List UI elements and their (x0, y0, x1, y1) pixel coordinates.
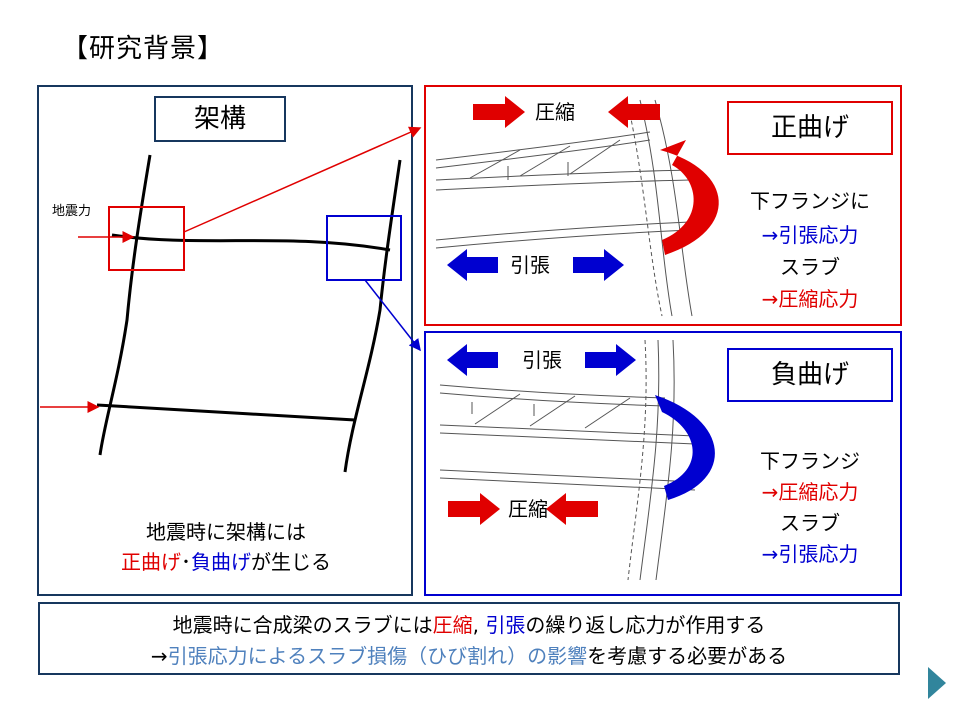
frame-caption-line1: 地震時に架構には (146, 520, 306, 544)
negative-bending-panel (424, 331, 902, 596)
blue-arrow-icon (585, 344, 636, 376)
positive-bending-label: 正曲げ (727, 101, 893, 155)
positive-line3: スラブ (780, 255, 840, 279)
summary-line2: →引張応力によるスラブ損傷（ひび割れ）の影響を考慮する必要がある (40, 640, 898, 669)
leader-line-negative (364, 279, 421, 352)
blue-arrow-icon (447, 344, 498, 376)
frame-sketch (96, 154, 402, 473)
negative-zoom-box (326, 215, 402, 281)
upper-beam (111, 233, 391, 252)
summary-box: 地震時に合成梁のスラブには圧縮, 引張の繰り返し応力が作用する →引張応力による… (38, 602, 900, 675)
compression-label: 圧縮 (508, 497, 548, 521)
positive-zoom-box (108, 206, 185, 271)
negative-line1: 下フランジ (760, 449, 860, 473)
leader-line-positive (183, 126, 422, 233)
curved-moment-arrow-icon (655, 395, 715, 500)
compression-label: 圧縮 (535, 100, 575, 124)
positive-line4: →圧縮応力 (761, 287, 859, 311)
tension-label: 引張 (510, 253, 550, 277)
positive-beam-detail (435, 99, 693, 317)
lower-beam (96, 403, 356, 422)
right-column (343, 159, 402, 473)
red-arrow-icon (448, 493, 500, 525)
caption-positive: 正曲げ (121, 550, 181, 574)
frame-caption-line2: 正曲げ･負曲げが生じる (40, 548, 412, 576)
frame-label: 架構 (154, 96, 286, 142)
positive-line1: 下フランジに (750, 189, 870, 213)
red-arrow-icon (546, 493, 598, 525)
negative-line4: →引張応力 (761, 542, 859, 566)
summary-arrow: → (150, 644, 168, 668)
page-title: 【研究背景】 (62, 34, 225, 64)
summary-line1: 地震時に合成梁のスラブには圧縮, 引張の繰り返し応力が作用する (40, 609, 898, 638)
red-arrow-icon (473, 96, 525, 128)
summary-line1-a: 地震時に合成梁のスラブには (172, 613, 433, 637)
caption-tail: が生じる (251, 550, 331, 574)
blue-arrow-icon (573, 249, 624, 281)
summary-tension: 引張 (485, 613, 526, 637)
red-arrow-icon (608, 96, 660, 128)
summary-line1-b: の繰り返し応力が作用する (525, 613, 766, 637)
left-column (98, 154, 152, 456)
negative-beam-detail (439, 339, 696, 581)
tension-label: 引張 (522, 348, 562, 372)
negative-line3: スラブ (780, 511, 840, 535)
negative-bending-label: 負曲げ (727, 348, 893, 402)
blue-arrow-icon (447, 249, 498, 281)
next-slide-icon (928, 667, 946, 699)
caption-negative: 負曲げ (191, 550, 251, 574)
positive-bending-panel (424, 85, 902, 326)
summary-highlight: 引張応力によるスラブ損傷（ひび割れ）の影響 (167, 644, 588, 668)
negative-line2: →圧縮応力 (761, 480, 859, 504)
positive-line2: →引張応力 (761, 223, 859, 247)
seismic-force-label: 地震力 (52, 204, 92, 219)
caption-dot: ･ (181, 550, 191, 574)
curved-moment-arrow-icon (660, 140, 719, 255)
summary-comma: , (472, 613, 486, 637)
summary-line2-tail: を考慮する必要がある (587, 644, 788, 668)
summary-compression: 圧縮 (432, 613, 473, 637)
